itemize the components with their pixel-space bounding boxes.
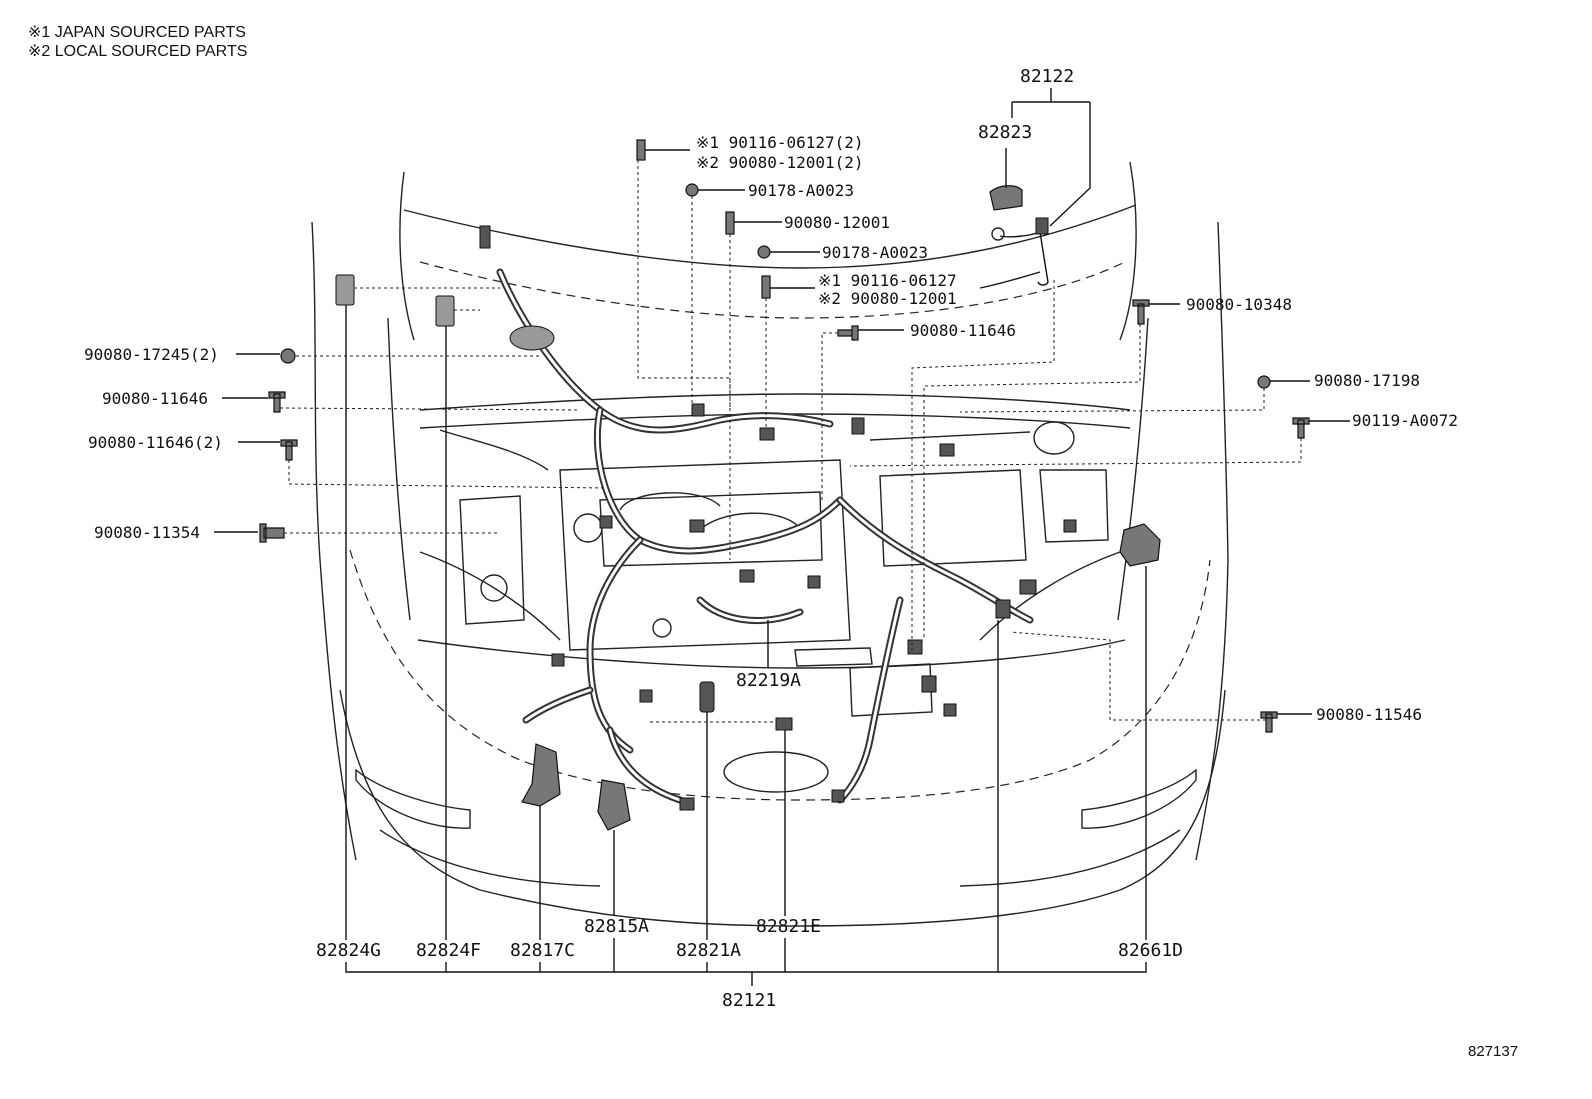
label-a0072: 90119-A0072 bbox=[1352, 411, 1458, 430]
label-bolt-japan: ※1 90116-06127 bbox=[818, 271, 957, 290]
label-82121: 82121 bbox=[722, 990, 776, 1011]
bolt-icon bbox=[1292, 417, 1310, 439]
bolt-icon bbox=[1260, 711, 1278, 733]
label-bolt-local: ※2 90080-12001 bbox=[818, 289, 957, 308]
label-82824g: 82824G bbox=[316, 940, 381, 961]
small-parts bbox=[335, 185, 1161, 831]
vehicle-body-outline bbox=[311, 161, 1229, 927]
bolt-icon bbox=[636, 139, 646, 161]
bolt-icon bbox=[837, 325, 859, 341]
label-stud-12001: 90080-12001 bbox=[784, 213, 890, 232]
connector-82821e bbox=[775, 717, 793, 731]
bolt-icon bbox=[268, 391, 286, 413]
label-82824f: 82824F bbox=[416, 940, 481, 961]
reference-lines bbox=[279, 160, 1302, 723]
leader-lines bbox=[214, 88, 1350, 986]
cap-82823 bbox=[989, 185, 1023, 211]
label-82815a: 82815A bbox=[584, 916, 649, 937]
relay-block-82661d bbox=[1119, 523, 1161, 567]
nut-icon bbox=[757, 245, 771, 259]
connector-82824g bbox=[335, 274, 355, 306]
bolt-icon bbox=[761, 275, 771, 299]
connector-82821a bbox=[699, 681, 715, 713]
label-nut-a0023-a: 90178-A0023 bbox=[748, 181, 854, 200]
nut-icon bbox=[685, 183, 699, 197]
label-82122: 82122 bbox=[1020, 66, 1074, 87]
bolt-icon bbox=[280, 439, 298, 461]
connector-82824f bbox=[435, 295, 455, 327]
label-82821a: 82821A bbox=[676, 940, 741, 961]
label-17198: 90080-17198 bbox=[1314, 371, 1420, 390]
label-17245: 90080-17245(2) bbox=[84, 345, 219, 364]
label-11646-left: 90080-11646 bbox=[102, 389, 208, 408]
label-11646-center: 90080-11646 bbox=[910, 321, 1016, 340]
label-10348: 90080-10348 bbox=[1186, 295, 1292, 314]
bolt-icon bbox=[259, 523, 285, 543]
bracket-82817c bbox=[521, 743, 561, 807]
wire-harness-82121 bbox=[479, 225, 1077, 811]
legend-local-sourced: ※2 LOCAL SOURCED PARTS bbox=[28, 43, 247, 60]
label-11354: 90080-11354 bbox=[94, 523, 200, 542]
diagram-number: 827137 bbox=[1468, 1043, 1518, 1060]
label-82817c: 82817C bbox=[510, 940, 575, 961]
label-top-bolt-local: ※2 90080-12001(2) bbox=[696, 153, 864, 172]
callout-labels: 82122 82823 ※1 90116-06127(2) ※2 90080-1… bbox=[84, 66, 1458, 1011]
nut-icon bbox=[280, 348, 296, 364]
label-82661d: 82661D bbox=[1118, 940, 1183, 961]
label-top-bolt-japan: ※1 90116-06127(2) bbox=[696, 133, 864, 152]
stud-icon bbox=[725, 211, 735, 235]
bolt-icon bbox=[1132, 299, 1150, 325]
label-82821e: 82821E bbox=[756, 916, 821, 937]
label-82219a: 82219A bbox=[736, 670, 801, 691]
label-11546: 90080-11546 bbox=[1316, 705, 1422, 724]
label-11646-left-2: 90080-11646(2) bbox=[88, 433, 223, 452]
legend-japan-sourced: ※1 JAPAN SOURCED PARTS bbox=[28, 24, 246, 41]
fasteners bbox=[259, 139, 1310, 733]
bracket-82815a bbox=[597, 779, 631, 831]
label-82823: 82823 bbox=[978, 122, 1032, 143]
label-nut-a0023-b: 90178-A0023 bbox=[822, 243, 928, 262]
nut-icon bbox=[1257, 375, 1271, 389]
